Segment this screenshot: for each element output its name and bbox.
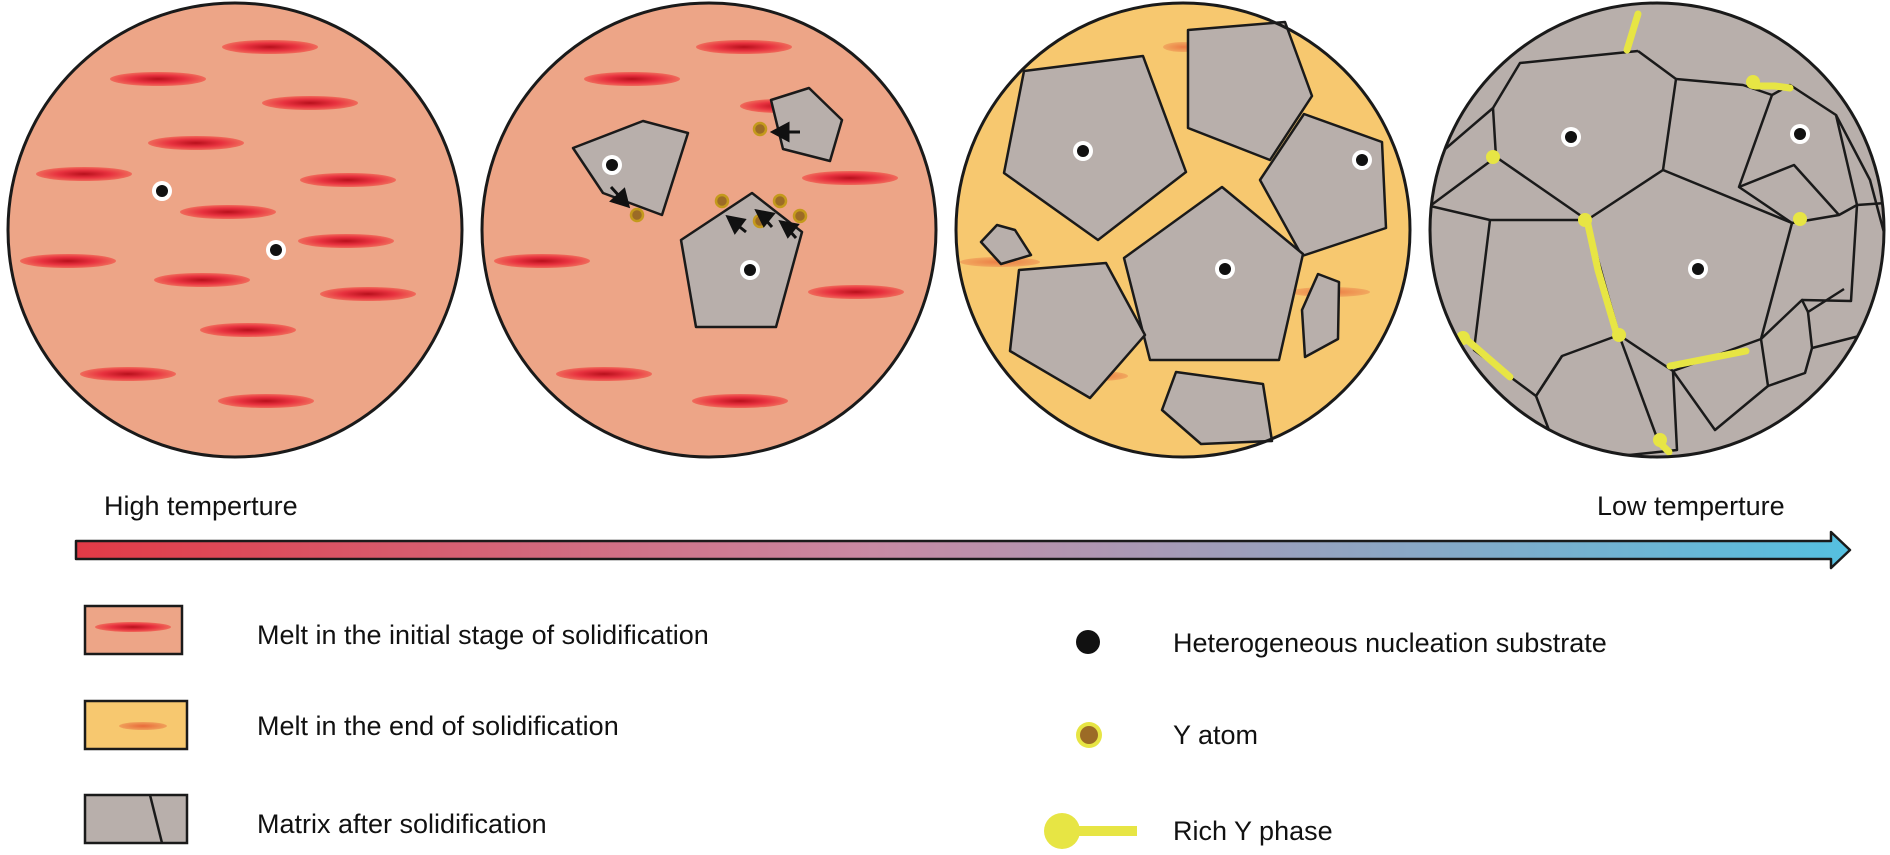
stage-border [480, 1, 938, 459]
stage-3-end-of-solidification [954, 1, 1412, 459]
stage-border [954, 1, 1412, 459]
matrix-background [1430, 3, 1884, 457]
melt-background [8, 3, 462, 457]
rich-y-phase [1462, 10, 1794, 456]
rich-y-phase-nodes [1456, 75, 1807, 447]
melt-streaks [20, 40, 416, 408]
low-temperature-label: Low temperture [1597, 491, 1785, 521]
legend-label-y-atom: Y atom [1173, 720, 1259, 750]
nucleation-substrates [152, 181, 286, 260]
high-temperature-label: High temperture [104, 491, 298, 521]
legend-label-rich-y-phase: Rich Y phase [1173, 816, 1333, 846]
legend-label-matrix: Matrix after solidification [257, 809, 547, 839]
nucleation-substrate-icon [1076, 630, 1100, 654]
grains [979, 20, 1388, 446]
stage-1-initial-melt [6, 1, 464, 459]
stage-2-nucleation-growth [480, 1, 938, 459]
legend-label-melt-end: Melt in the end of solidification [257, 711, 619, 741]
legend-label-nucleation-substrate: Heterogeneous nucleation substrate [1173, 628, 1607, 658]
melt-initial-swatch [83, 604, 184, 656]
rich-y-phase-icon [1044, 813, 1137, 849]
nucleation-substrates [1073, 141, 1372, 279]
nucleation-substrates [1561, 124, 1810, 279]
matrix-swatch [83, 793, 189, 845]
legend-label-melt-initial: Melt in the initial stage of solidificat… [257, 620, 709, 650]
melt-end-swatch [83, 699, 189, 751]
temperature-arrow [74, 530, 1852, 570]
stage-border [6, 1, 464, 459]
legend-icons [83, 604, 1137, 849]
diffusion-arrows [609, 121, 800, 239]
y-atom-icon [1076, 722, 1102, 748]
nucleation-substrates [602, 155, 760, 280]
stage-border [1428, 1, 1886, 459]
stage-4-fully-solidified [1428, 1, 1886, 459]
